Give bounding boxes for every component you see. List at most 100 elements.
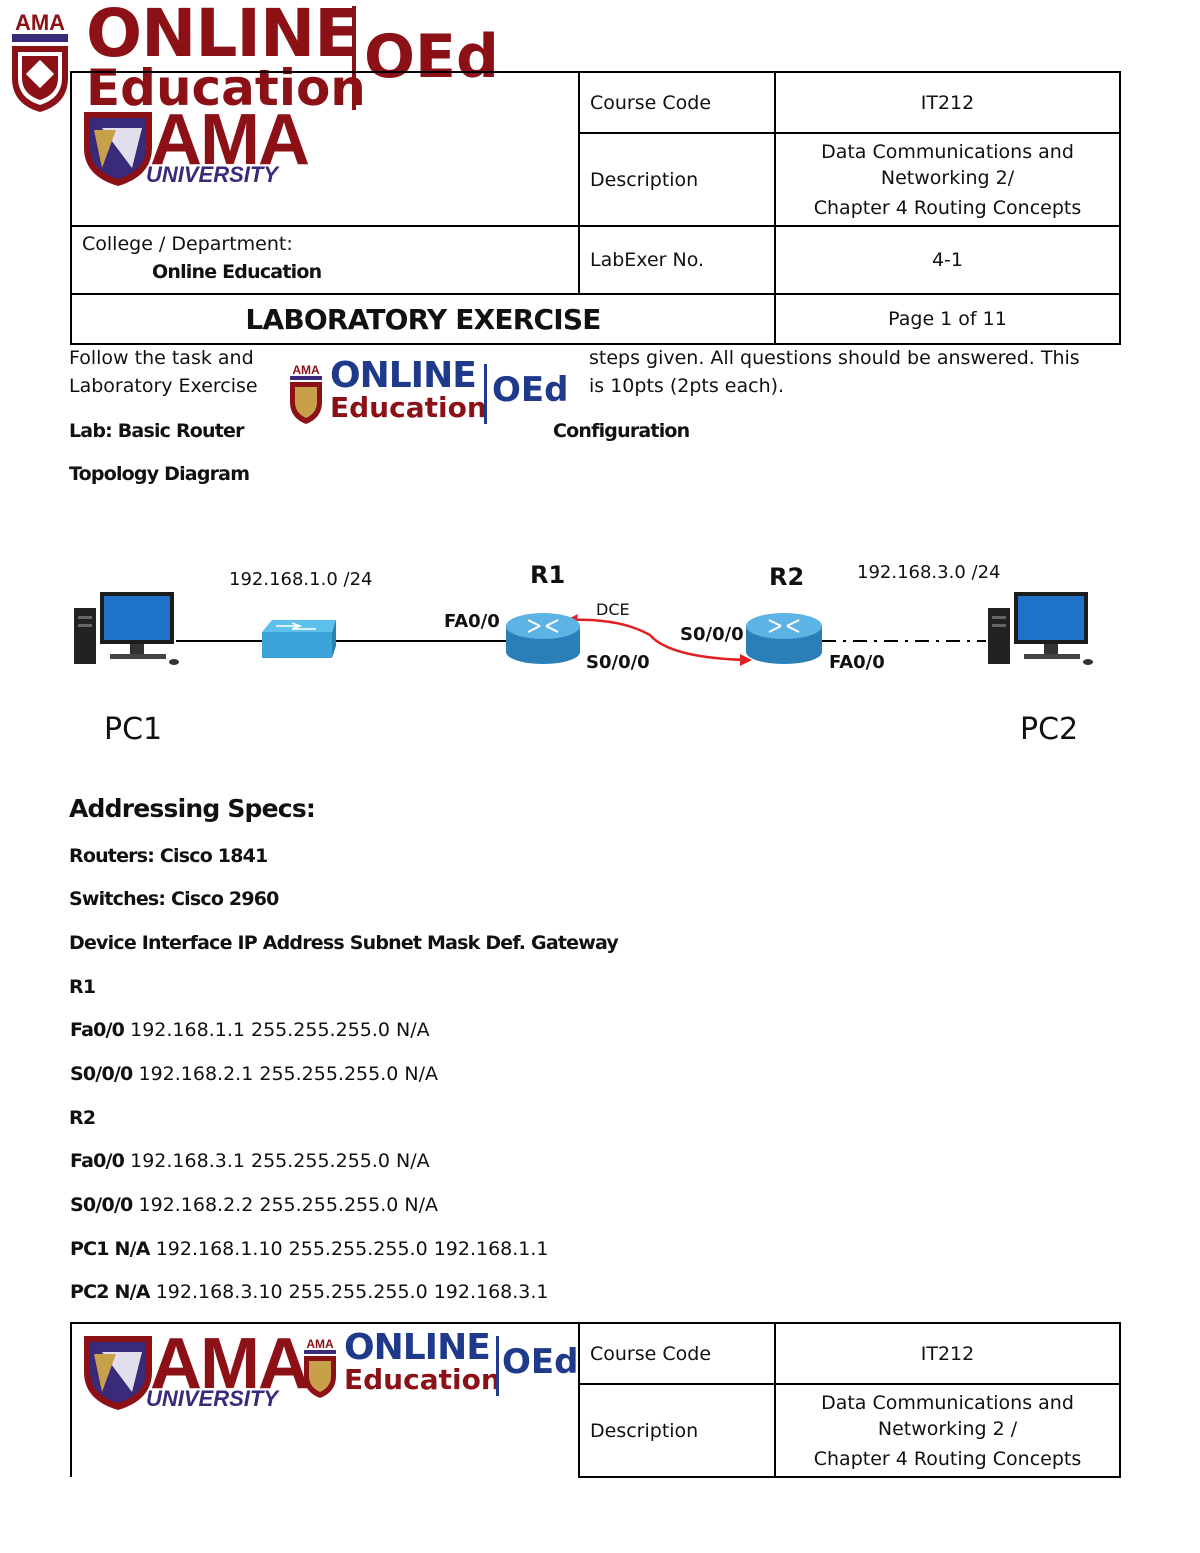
svg-text:AMA: AMA [306, 1337, 334, 1351]
footer-course-code-value: IT212 [774, 1322, 1121, 1385]
spec-row-pc1: PC1 N/A 192.168.1.10 255.255.255.0 192.1… [70, 1238, 549, 1260]
description-label: Description [578, 132, 776, 227]
college-value: Online Education [152, 261, 322, 283]
intro-left-line-1: Follow the task and [69, 347, 254, 369]
intro-right-line-1: steps given. All questions should be ans… [589, 347, 1080, 369]
r2-serial-label: S0/0/0 [680, 624, 744, 645]
description-line-3: Chapter 4 Routing Concepts [813, 196, 1082, 219]
college-cell: College / Department: Online Education [70, 225, 580, 295]
specs-routers: Routers: Cisco 1841 [69, 845, 268, 867]
footer-table: AMA UNIVERSITY AMA ONLINE Education OEd … [70, 1322, 1121, 1478]
online-wordmark-footer: ONLINE [344, 1327, 491, 1368]
description-value: Data Communications and Networking 2/ Ch… [774, 132, 1121, 227]
footer-logo-cell: AMA UNIVERSITY AMA ONLINE Education OEd [70, 1322, 580, 1477]
ama-shield-icon [84, 112, 152, 186]
svg-text:AMA: AMA [292, 363, 320, 377]
intro-left-line-2: Laboratory Exercise [69, 375, 258, 397]
r1-serial-label: S0/0/0 [586, 652, 650, 673]
footer-ama-logo: AMA UNIVERSITY AMA ONLINE Education OEd [82, 1324, 588, 1420]
serial-arrow-r2 [740, 654, 752, 666]
specs-r1: R1 [69, 976, 96, 998]
logo-divider-footer [496, 1336, 499, 1396]
spec-values: 192.168.2.1 255.255.255.0 N/A [138, 1063, 439, 1085]
spec-interface: PC2 N/A [70, 1281, 150, 1303]
footer-description-value: Data Communications and Networking 2 / C… [774, 1383, 1121, 1478]
lab-title-left: Lab: Basic Router [69, 420, 245, 442]
page-indicator: Page 1 of 11 [774, 293, 1121, 345]
specs-columns: Device Interface IP Address Subnet Mask … [69, 932, 619, 954]
r1-router-icon [506, 613, 580, 664]
ama-seal-footer-icon: AMA [304, 1337, 336, 1398]
spec-row-r2-s: S0/0/0 192.168.2.2 255.255.255.0 N/A [70, 1194, 438, 1216]
course-code-value: IT212 [774, 71, 1121, 134]
specs-heading: Addressing Specs: [69, 794, 316, 823]
dce-label: DCE [596, 600, 630, 619]
header-logo-cell: AMA UNIVERSITY [70, 71, 580, 227]
labexer-value: 4-1 [774, 225, 1121, 295]
spec-interface: Fa0/0 [70, 1019, 125, 1041]
middle-logo: AMA ONLINE Education OEd [288, 356, 578, 428]
svg-text:AMA: AMA [15, 10, 65, 35]
spec-interface: S0/0/0 [70, 1063, 133, 1085]
spec-interface: S0/0/0 [70, 1194, 133, 1216]
spec-values: 192.168.3.1 255.255.255.0 N/A [130, 1150, 430, 1172]
logo-divider-small [484, 364, 487, 424]
ama-shield-footer-icon [84, 1336, 152, 1410]
description-line-2: Networking 2/ [880, 166, 1015, 189]
spec-row-r1-s: S0/0/0 192.168.2.1 255.255.255.0 N/A [70, 1063, 438, 1085]
college-label: College / Department: [82, 233, 293, 255]
pc1-computer-icon [74, 592, 179, 665]
education-wordmark-small: Education [330, 391, 487, 424]
spec-row-pc2: PC2 N/A 192.168.3.10 255.255.255.0 192.1… [70, 1281, 549, 1303]
r2-fa-label: FA0/0 [829, 652, 885, 673]
spec-row-r2-fa: Fa0/0 192.168.3.1 255.255.255.0 N/A [70, 1150, 430, 1172]
specs-switches: Switches: Cisco 2960 [69, 888, 279, 910]
r1-fa-label: FA0/0 [444, 611, 500, 632]
course-code-label: Course Code [578, 71, 776, 134]
online-wordmark-small: ONLINE [330, 355, 477, 396]
oed-wordmark-small: OEd [492, 370, 569, 410]
serial-link [567, 618, 749, 662]
footer-course-code-label: Course Code [578, 1322, 776, 1385]
ama-seal-small-icon: AMA [290, 363, 322, 424]
university-wordmark-footer: UNIVERSITY [146, 1386, 279, 1411]
online-wordmark: ONLINE [86, 0, 359, 72]
logo-divider [352, 6, 356, 110]
lab-exercise-title: LABORATORY EXERCISE [70, 293, 776, 345]
spec-interface: Fa0/0 [70, 1150, 125, 1172]
net3-label: 192.168.3.0 /24 [857, 562, 1001, 583]
ama-logo: AMA UNIVERSITY [82, 100, 588, 196]
footer-description-line-2: Networking 2 / [877, 1417, 1018, 1440]
lab-title-right: Configuration [553, 420, 690, 442]
net1-label: 192.168.1.0 /24 [229, 569, 373, 590]
university-wordmark: UNIVERSITY [146, 162, 279, 187]
r1-label: R1 [530, 561, 566, 589]
header-table: AMA UNIVERSITY Course Code IT212 Descrip… [70, 71, 1121, 345]
pc1-label: PC1 [104, 712, 163, 747]
education-wordmark-footer: Education [344, 1363, 501, 1396]
spec-values: 192.168.1.1 255.255.255.0 N/A [130, 1019, 430, 1041]
switch-icon [262, 620, 336, 658]
spec-values: 192.168.3.10 255.255.255.0 192.168.3.1 [155, 1281, 549, 1303]
spec-values: 192.168.2.2 255.255.255.0 N/A [138, 1194, 439, 1216]
spec-interface: PC1 N/A [70, 1238, 150, 1260]
spec-values: 192.168.1.10 255.255.255.0 192.168.1.1 [155, 1238, 549, 1260]
labexer-label: LabExer No. [578, 225, 776, 295]
intro-right-line-2: is 10pts (2pts each). [589, 375, 785, 397]
pc2-computer-icon [988, 592, 1093, 665]
specs-r2: R2 [69, 1107, 96, 1129]
ama-wordmark-footer: AMA [150, 1324, 310, 1404]
footer-description-line-1: Data Communications and [821, 1391, 1074, 1414]
r2-label: R2 [769, 563, 805, 591]
topology-heading: Topology Diagram [69, 463, 250, 485]
spec-row-r1-fa: Fa0/0 192.168.1.1 255.255.255.0 N/A [70, 1019, 430, 1041]
topology-diagram: 192.168.1.0 /24 192.168.3.0 /24 R1 R2 DC… [0, 540, 1200, 760]
ama-seal-icon: AMA [12, 10, 68, 112]
ama-wordmark: AMA [150, 100, 310, 180]
footer-description-line-3: Chapter 4 Routing Concepts [813, 1447, 1082, 1470]
description-line-1: Data Communications and [821, 140, 1074, 163]
oed-wordmark-footer: OEd [502, 1342, 579, 1382]
footer-description-label: Description [578, 1383, 776, 1478]
r2-router-icon [746, 613, 822, 664]
pc2-label: PC2 [1020, 712, 1079, 747]
